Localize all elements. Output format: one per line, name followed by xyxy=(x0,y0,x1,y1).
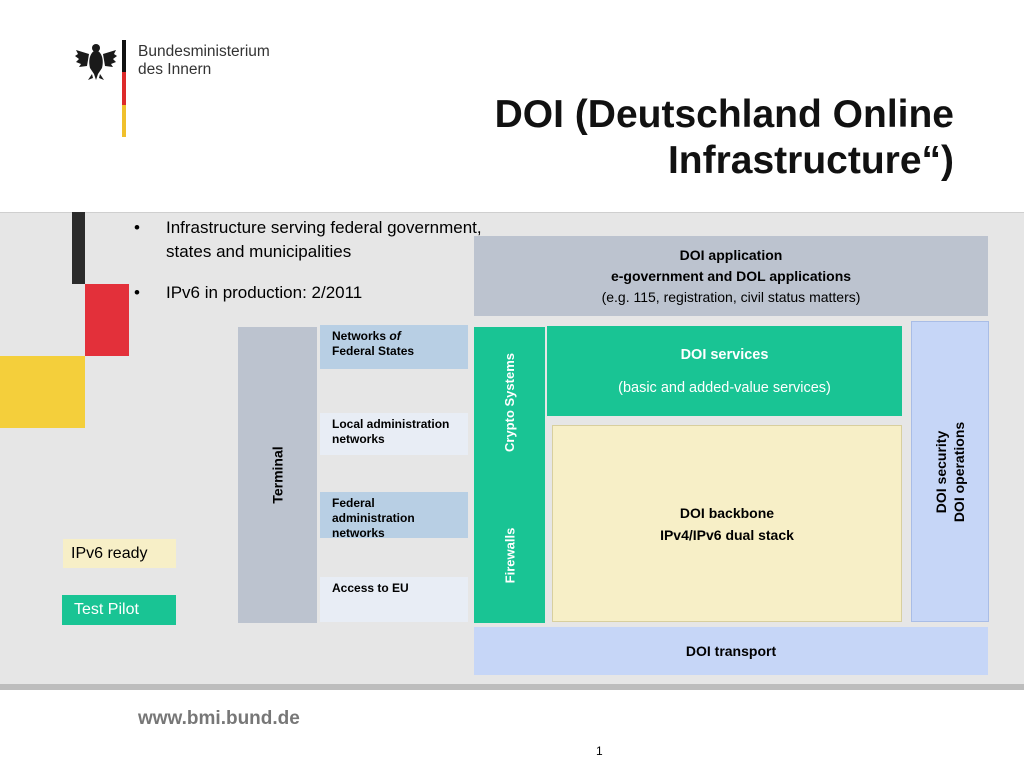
doi-services-subtitle: (basic and added-value services) xyxy=(618,380,831,396)
access-to-eu-box: Access to EU xyxy=(320,577,468,622)
networks-prefix: Networks xyxy=(332,329,390,343)
crypto-systems-label: Crypto Systems xyxy=(502,352,518,452)
doi-backbone-box: DOI backbone IPv4/IPv6 dual stack xyxy=(552,425,902,622)
page-title: DOI (Deutschland Online Infrastructure“) xyxy=(330,92,954,184)
bullet-marker: • xyxy=(134,218,140,237)
bullet-item: • Infrastructure serving federal governm… xyxy=(130,216,600,264)
content-band-divider xyxy=(0,684,1024,690)
local-administration-networks-box: Local administration networks xyxy=(320,413,468,455)
page-title-line2: Infrastructure“) xyxy=(667,139,954,182)
test-pilot-tag: Test Pilot xyxy=(62,595,176,625)
doi-application-box: DOI application e-government and DOL app… xyxy=(474,236,988,316)
crypto-firewall-column xyxy=(474,327,545,623)
local-networks-line1: Local administration xyxy=(332,417,450,431)
doi-security-line2: DOI operations xyxy=(951,421,968,522)
crypto-systems-area: Crypto Systems xyxy=(474,327,545,477)
page-number: 1 xyxy=(596,744,603,758)
ministry-name-line1: Bundesministerium xyxy=(138,43,270,60)
local-networks-line2: networks xyxy=(332,432,385,446)
firewalls-label: Firewalls xyxy=(501,527,517,583)
doi-security-label: DOI security DOI operations xyxy=(932,421,968,521)
doi-backbone-title: DOI backbone xyxy=(679,504,775,521)
decor-block-dark xyxy=(72,212,85,284)
doi-transport-box: DOI transport xyxy=(474,627,988,675)
german-flag-bar xyxy=(122,40,126,138)
bullet-marker: • xyxy=(134,283,140,302)
decor-block-red xyxy=(85,284,129,356)
federal-networks-line1: Federal xyxy=(332,496,375,510)
bullet-text-line2: states and municipalities xyxy=(166,242,352,261)
footer-url: www.bmi.bund.de xyxy=(138,708,300,729)
doi-application-subtitle: e-government and DOL applications xyxy=(610,267,852,284)
doi-services-box: DOI services (basic and added-value serv… xyxy=(547,326,902,416)
federal-eagle-logo-icon xyxy=(74,40,118,82)
networks-federal-states-line2: Federal States xyxy=(332,344,415,358)
doi-security-line1: DOI security xyxy=(933,430,950,513)
doi-services-title: DOI services xyxy=(680,347,769,363)
terminal-box: Terminal xyxy=(238,327,317,623)
federal-networks-line3: networks xyxy=(332,526,385,540)
doi-security-box: DOI security DOI operations xyxy=(911,321,989,622)
bullet-list: • Infrastructure serving federal governm… xyxy=(130,216,600,322)
networks-of: of xyxy=(389,329,401,343)
ipv6-ready-tag: IPv6 ready xyxy=(63,539,176,568)
networks-federal-states-box: Networks of Federal States xyxy=(320,325,468,369)
bullet-text-line1: IPv6 in production: 2/2011 xyxy=(166,283,363,302)
networks-federal-states-line1: Networks of xyxy=(332,329,468,344)
bullet-item: • IPv6 in production: 2/2011 xyxy=(130,281,600,305)
bullet-text-line1: Infrastructure serving federal governmen… xyxy=(166,218,482,237)
firewalls-area: Firewalls xyxy=(474,487,545,623)
federal-networks-line2: administration xyxy=(332,511,415,525)
decor-block-yellow xyxy=(0,356,85,428)
doi-transport-label: DOI transport xyxy=(685,643,777,659)
ministry-name-line2: des Innern xyxy=(138,61,212,78)
federal-administration-networks-box: Federal administration networks xyxy=(320,492,468,540)
terminal-label: Terminal xyxy=(269,446,286,504)
access-to-eu-label: Access to EU xyxy=(332,581,409,595)
ministry-name: Bundesministerium des Innern xyxy=(138,43,270,79)
doi-application-examples: (e.g. 115, registration, civil status ma… xyxy=(601,288,861,305)
doi-application-title: DOI application xyxy=(679,246,783,263)
doi-backbone-subtitle: IPv4/IPv6 dual stack xyxy=(660,526,794,543)
page-title-line1: DOI (Deutschland Online xyxy=(494,93,954,136)
